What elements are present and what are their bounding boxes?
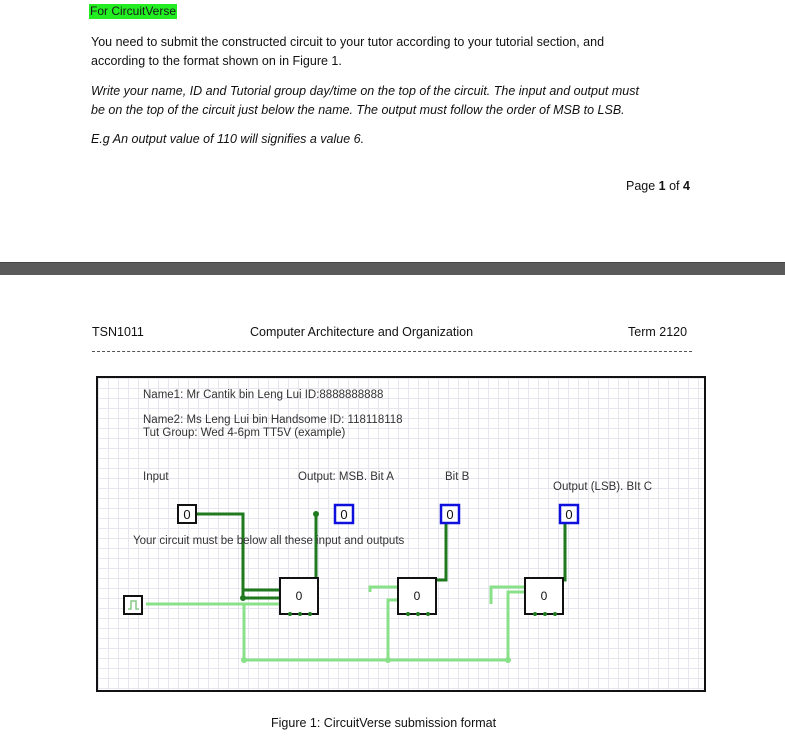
instruction-label: Your circuit must be below all these inp… <box>133 535 405 547</box>
output-b-box <box>439 503 461 525</box>
junction-dot <box>241 657 247 663</box>
tut-group-label: Tut Group: Wed 4-6pm TT5V (example) <box>143 427 346 439</box>
junction-dot <box>385 657 391 663</box>
bit-b-label: Bit B <box>445 471 470 483</box>
course-title: Computer Architecture and Organization <box>250 325 474 339</box>
course-code: TSN1011 <box>92 325 144 339</box>
output-c-box <box>558 503 580 525</box>
input-value[interactable]: 0 <box>183 507 190 522</box>
clock-branch-2 <box>386 598 400 660</box>
junction-dot <box>313 511 319 517</box>
junction-dot <box>505 657 511 663</box>
output-lsb-label: Output (LSB). BIt C <box>553 481 653 493</box>
ff3-value: 0 <box>541 589 548 603</box>
input-toggle-box <box>177 504 197 524</box>
circuit-figure <box>96 376 706 692</box>
page-number: Page 1 of 4 <box>626 177 690 196</box>
page-total: 4 <box>683 179 690 193</box>
paragraph-1-line-2: according to the format shown on in Figu… <box>91 54 342 68</box>
page-current: 1 <box>658 179 666 193</box>
name2-label: Name2: Ms Leng Lui bin Handsome ID: 1181… <box>143 414 403 426</box>
page-separator <box>0 262 785 275</box>
paragraph-1-line-1: You need to submit the constructed circu… <box>91 35 605 49</box>
paragraph-2-line-2: be on the top of the circuit just below … <box>91 103 625 117</box>
output-a-box <box>333 503 355 525</box>
name1-label: Name1: Mr Cantik bin Leng Lui ID:8888888… <box>143 389 384 401</box>
junction-dot <box>240 595 246 601</box>
input-wire <box>196 512 282 600</box>
bit-b-wire <box>437 514 448 582</box>
paragraph-2: Write your name, ID and Tutorial group d… <box>91 82 639 120</box>
output-c-value: 0 <box>565 507 572 522</box>
flip-flop-2 <box>397 577 437 615</box>
figure-caption: Figure 1: CircuitVerse submission format <box>271 716 497 730</box>
paragraph-1: You need to submit the constructed circu… <box>91 33 604 71</box>
input-label: Input <box>143 471 169 483</box>
feedback-wire-1 <box>368 585 400 592</box>
highlighted-heading: For CircuitVerse <box>89 4 178 19</box>
page-label-prefix: Page <box>626 179 659 193</box>
paragraph-2-line-1: Write your name, ID and Tutorial group d… <box>91 84 639 98</box>
output-a-value: 0 <box>340 507 347 522</box>
feedback-wire-2 <box>489 585 525 604</box>
output-msb-label: Output: MSB. Bit A <box>298 471 394 483</box>
ff2-value: 0 <box>414 589 421 603</box>
term-label: Term 2120 <box>628 325 688 339</box>
output-b-value: 0 <box>446 507 453 522</box>
ff1-value: 0 <box>296 589 303 603</box>
paragraph-3: E.g An output value of 110 will signifie… <box>91 132 365 146</box>
clock-wave <box>128 600 139 610</box>
page-of: of <box>665 179 683 193</box>
header-dashed-rule <box>92 351 692 352</box>
clock-icon <box>123 595 143 615</box>
